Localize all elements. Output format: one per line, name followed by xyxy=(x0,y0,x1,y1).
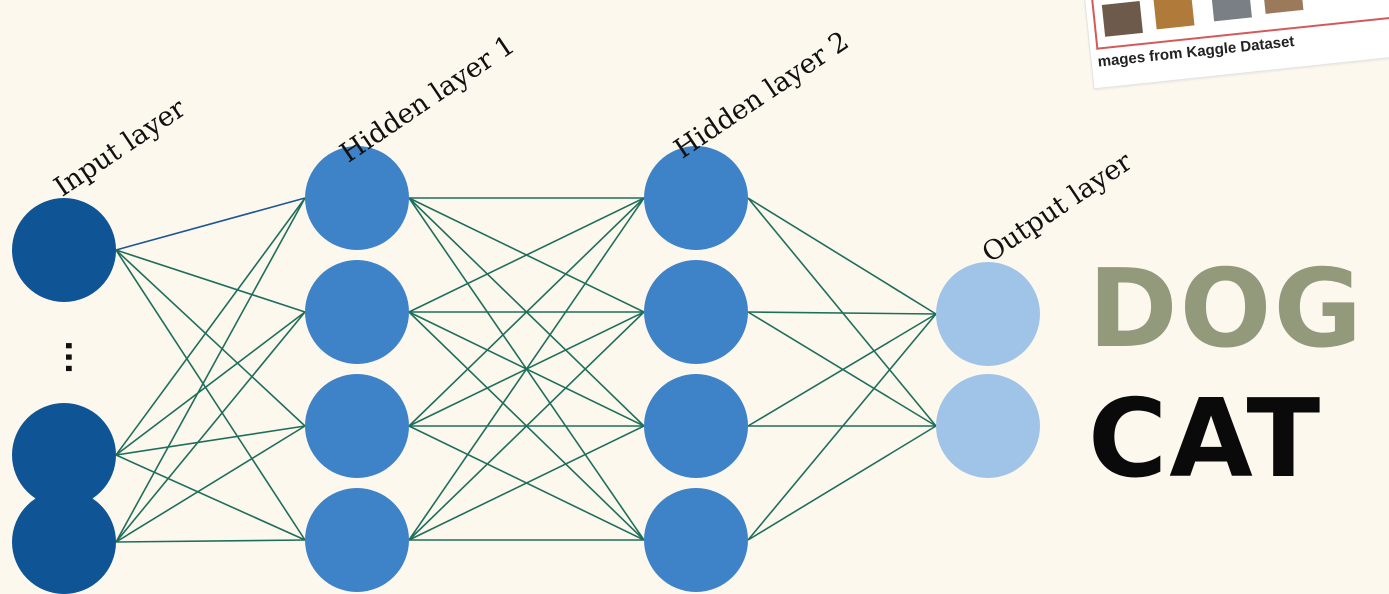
dataset-thumbnail xyxy=(1153,0,1195,30)
connection-line xyxy=(747,197,937,427)
class-label-cat: CAT xyxy=(1088,377,1323,502)
input-node xyxy=(12,198,116,302)
connection-line xyxy=(408,311,645,541)
hidden-1-node xyxy=(305,374,409,478)
connection-line xyxy=(115,454,306,541)
connection-line xyxy=(115,249,306,313)
connection-line xyxy=(115,311,306,543)
connection-line xyxy=(747,425,937,541)
connection-line xyxy=(115,311,306,456)
connection-line xyxy=(408,425,645,541)
class-label-dog: DOG xyxy=(1088,247,1365,372)
connection-line xyxy=(408,197,645,427)
dataset-thumbnail xyxy=(1101,0,1143,37)
dataset-thumbnail xyxy=(1210,0,1252,22)
hidden-1-node xyxy=(305,146,409,250)
connection-line xyxy=(747,197,937,315)
hidden-2-node xyxy=(644,374,748,478)
input-ellipsis: ... xyxy=(58,340,93,375)
connection-line xyxy=(115,249,306,427)
connection-line xyxy=(408,197,645,313)
connection-line xyxy=(408,197,645,541)
connections xyxy=(115,197,937,543)
connection-line xyxy=(115,539,306,543)
connection-line xyxy=(747,313,937,427)
hidden-1-node xyxy=(305,488,409,592)
connection-line xyxy=(115,197,306,543)
connection-line xyxy=(747,313,937,541)
output-node xyxy=(936,374,1040,478)
connection-line xyxy=(115,197,306,456)
connection-line xyxy=(115,425,306,543)
hidden-2-node xyxy=(644,260,748,364)
connection-line xyxy=(115,425,306,456)
hidden-1-node xyxy=(305,260,409,364)
output-node xyxy=(936,262,1040,366)
connection-line xyxy=(747,311,937,427)
dataset-thumbnail xyxy=(1262,0,1304,14)
input-node xyxy=(12,490,116,594)
connection-line xyxy=(747,311,937,315)
connection-line xyxy=(115,197,306,251)
input-node xyxy=(12,403,116,507)
connection-line xyxy=(115,249,306,541)
hidden-2-node xyxy=(644,146,748,250)
nodes xyxy=(12,146,1040,594)
hidden-2-node xyxy=(644,488,748,592)
